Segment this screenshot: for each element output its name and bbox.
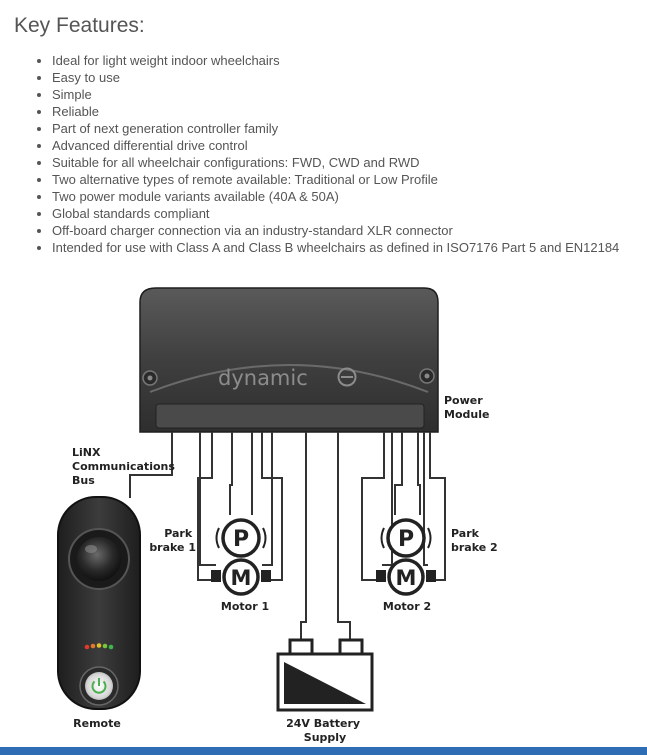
feature-item: Reliable	[52, 103, 619, 120]
park-brake-1: P	[215, 518, 267, 558]
remote-control	[57, 496, 141, 710]
motor-2: M	[376, 558, 436, 596]
battery	[276, 638, 374, 712]
cable-wiring	[129, 432, 446, 640]
motor-1-label: Motor 1	[221, 600, 269, 613]
feature-list: Ideal for light weight indoor wheelchair…	[28, 52, 619, 256]
feature-item: Part of next generation controller famil…	[52, 120, 619, 137]
motor-1: M	[211, 558, 271, 596]
park-brake-2-label: Park brake 2	[451, 527, 498, 554]
feature-item: Easy to use	[52, 69, 619, 86]
brake-symbol-2: P	[398, 527, 414, 552]
linx-bus-label: LiNX Communications Bus	[72, 446, 179, 487]
feature-item: Advanced differential drive control	[52, 137, 619, 154]
feature-item: Off-board charger connection via an indu…	[52, 222, 619, 239]
brand-logo-icon	[337, 367, 357, 387]
motor-2-label: Motor 2	[383, 600, 431, 613]
brand-logo-text: dynamic	[218, 366, 308, 390]
bottom-accent-bar	[0, 747, 647, 755]
key-features-heading: Key Features:	[14, 14, 145, 37]
wiring-diagram: dynamic P M P	[57, 287, 498, 744]
battery-label: 24V Battery Supply	[286, 717, 364, 744]
power-module-label: Power Module	[444, 394, 489, 421]
feature-item: Ideal for light weight indoor wheelchair…	[52, 52, 619, 69]
brake-symbol-1: P	[233, 527, 249, 552]
power-module: dynamic	[139, 287, 439, 433]
feature-item: Global standards compliant	[52, 205, 619, 222]
power-icon	[91, 678, 107, 694]
motor-symbol-2: M	[396, 566, 417, 590]
motor-symbol-1: M	[231, 566, 252, 590]
remote-label: Remote	[73, 717, 121, 730]
feature-item: Two alternative types of remote availabl…	[52, 171, 619, 188]
feature-item: Simple	[52, 86, 619, 103]
park-brake-2: P	[380, 518, 432, 558]
feature-item: Intended for use with Class A and Class …	[52, 239, 619, 256]
battery-gauge-leds	[84, 643, 114, 650]
feature-item: Two power module variants available (40A…	[52, 188, 619, 205]
park-brake-1-label: Park brake 1	[149, 527, 196, 554]
feature-item: Suitable for all wheelchair configuratio…	[52, 154, 619, 171]
